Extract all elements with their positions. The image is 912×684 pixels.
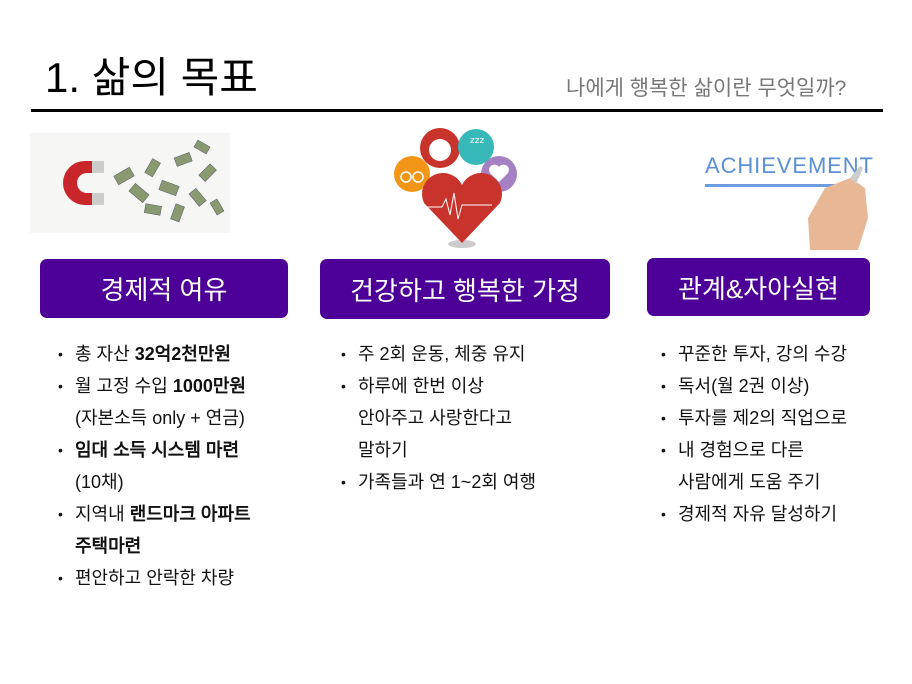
list-item: • 투자를 제2의 직업으로 xyxy=(661,402,848,434)
self-goals-list: •꾸준한 투자, 강의 수강•독서(월 2권 이상)•투자를 제2의 직업으로•… xyxy=(661,338,848,530)
list-item-continuation: (자본소득 only + 연금) xyxy=(75,402,251,434)
list-item: • 경제적 자유 달성하기 xyxy=(661,498,847,530)
item-text: 가족들과 연 1~2회 여행 xyxy=(358,472,537,492)
item-text: 월 고정 수입 xyxy=(75,376,173,396)
emphasized-text: 1000만원 xyxy=(172,376,246,396)
bullet-icon: • xyxy=(661,506,666,522)
list-item: • 내 경험으로 다른 xyxy=(661,434,847,466)
list-item-continuation: 주택마련 xyxy=(75,530,251,562)
bullet-icon: • xyxy=(341,346,346,362)
list-item: • 임대 소득 시스템 마련 xyxy=(58,434,251,466)
list-item-continuation: 말하기 xyxy=(358,434,536,466)
item-text: 말하기 xyxy=(358,440,408,460)
item-text: 내 경험으로 다른 xyxy=(678,440,804,460)
emphasized-text: 임대 소득 시스템 마련 xyxy=(75,440,240,460)
list-item: • 편안하고 안락한 차량 xyxy=(58,562,251,594)
bullet-icon: • xyxy=(58,442,63,458)
bullet-icon: • xyxy=(661,346,666,362)
achievement-hand-image: ACHIEVEMENT xyxy=(700,148,875,250)
emphasized-text: 주택마련 xyxy=(75,536,142,556)
item-text: 안아주고 사랑한다고 xyxy=(358,408,513,428)
list-item: • 지역내 랜드마크 아파트 xyxy=(58,498,251,530)
item-text: 하루에 한번 이상 xyxy=(358,376,484,396)
bullet-icon: • xyxy=(661,378,666,394)
item-text: (10채) xyxy=(75,472,124,492)
heading-relationship-self-realization: 관계&자아실현 xyxy=(647,258,870,316)
slide-title: 1. 삶의 목표 xyxy=(45,54,258,101)
bullet-icon: • xyxy=(661,442,666,458)
financial-goals-list: • 총 자산 32억2천만원 • 월 고정 수입 1000만원 (자본소득 only +… xyxy=(58,338,251,594)
bullet-icon: • xyxy=(58,346,63,362)
heading-healthy-family: 건강하고 행복한 가정 xyxy=(320,259,610,319)
health-heart-image: zzz xyxy=(392,127,524,249)
list-item: • 꾸준한 투자, 강의 수강 xyxy=(661,338,848,370)
list-item: • 월 고정 수입 1000만원 xyxy=(58,370,251,402)
item-text: (자본소득 only + 연금) xyxy=(75,408,245,428)
magnet-money-image xyxy=(30,133,230,233)
achievement-text: ACHIEVEMENT xyxy=(705,153,873,178)
list-item: • 총 자산 32억2천만원 xyxy=(58,338,251,370)
list-item-continuation: 사람에게 도움 주기 xyxy=(678,466,847,498)
item-text: 꾸준한 투자, 강의 수강 xyxy=(678,344,848,364)
item-text: 지역내 xyxy=(75,504,130,524)
title-divider xyxy=(31,109,883,112)
heading-financial-freedom: 경제적 여유 xyxy=(40,259,288,318)
bullet-icon: • xyxy=(341,378,346,394)
item-text: 주 2회 운동, 체중 유지 xyxy=(358,344,526,364)
item-text: 투자를 제2의 직업으로 xyxy=(678,408,848,428)
emphasized-text: 32억2천만원 xyxy=(134,344,231,364)
list-item-continuation: (10채) xyxy=(75,466,251,498)
item-text: 총 자산 xyxy=(75,344,135,364)
item-text: 사람에게 도움 주기 xyxy=(678,472,821,492)
list-item: • 주 2회 운동, 체중 유지 xyxy=(341,338,536,370)
bullet-icon: • xyxy=(58,378,63,394)
bullet-icon: • xyxy=(661,410,666,426)
item-text: 경제적 자유 달성하기 xyxy=(678,504,838,524)
list-item: • 하루에 한번 이상 xyxy=(341,370,536,402)
list-item-continuation: 안아주고 사랑한다고 xyxy=(358,402,536,434)
svg-text:zzz: zzz xyxy=(470,136,484,146)
list-item: • 가족들과 연 1~2회 여행 xyxy=(341,466,537,498)
bullet-icon: • xyxy=(58,570,63,586)
item-text: 독서(월 2권 이상) xyxy=(678,376,810,396)
item-text: 편안하고 안락한 차량 xyxy=(75,568,235,588)
bullet-icon: • xyxy=(341,474,346,490)
emphasized-text: 랜드마크 아파트 xyxy=(129,504,251,524)
list-item: • 독서(월 2권 이상) xyxy=(661,370,847,402)
bullet-icon: • xyxy=(58,506,63,522)
slide-subtitle: 나에게 행복한 삶이란 무엇일까? xyxy=(566,77,847,100)
